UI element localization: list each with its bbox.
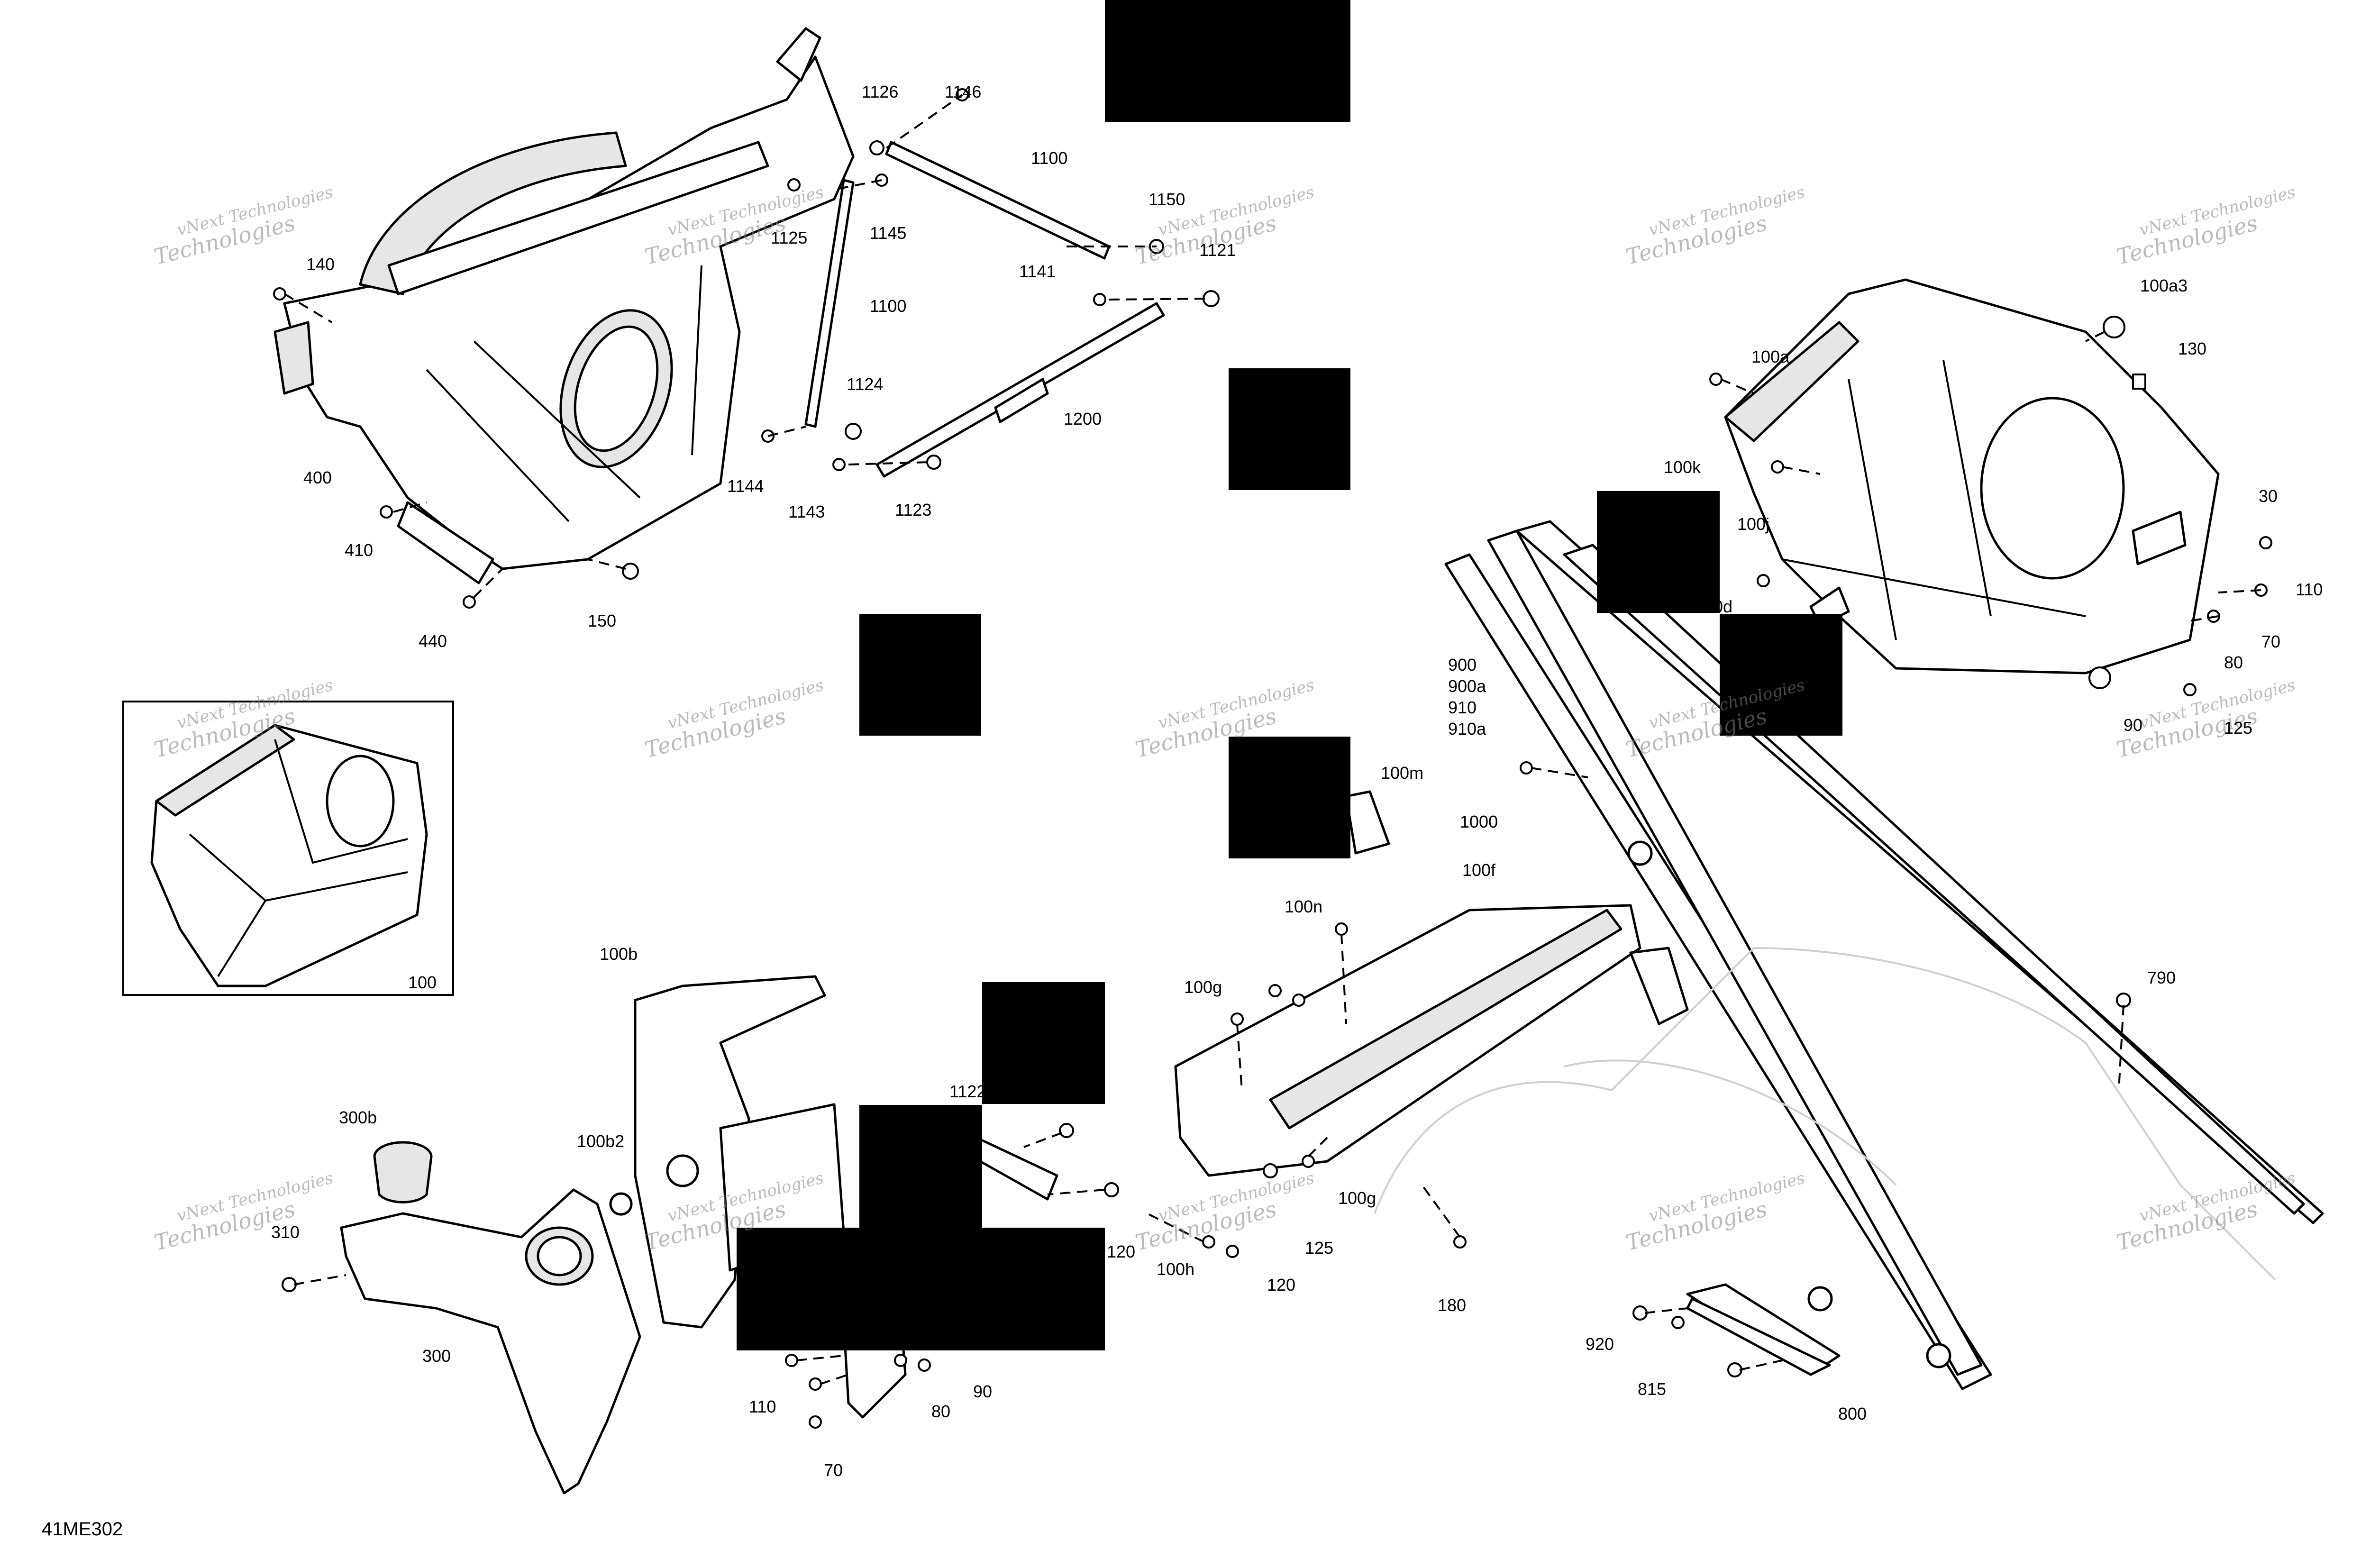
callout-1100: 1100 (870, 296, 907, 316)
callout-1145: 1145 (870, 223, 907, 243)
callout-100m: 100m (1381, 763, 1424, 783)
callout-790: 790 (2147, 968, 2176, 987)
callout-1123: 1123 (895, 500, 932, 520)
tie-rods (804, 141, 1165, 478)
callout-90: 90 (973, 1382, 993, 1401)
callout-120: 120 (1267, 1275, 1296, 1295)
callout-300b: 300b (339, 1108, 377, 1127)
callout-100b2: 100b2 (577, 1131, 625, 1151)
callout-100g: 100g (1184, 977, 1222, 997)
callout-910: 910 (1448, 698, 1477, 717)
diagram-id: 41ME302 (42, 1519, 123, 1540)
callout-800: 800 (1838, 1404, 1867, 1423)
rear-cross-bracket (1632, 1283, 1841, 1377)
callout-100b: 100b (600, 944, 638, 964)
callout-125: 125 (1305, 1238, 1334, 1258)
callout-30: 30 (2259, 486, 2278, 506)
callout-1000: 1000 (1460, 812, 1498, 831)
callout-1146: 1146 (945, 82, 982, 101)
callout-180: 180 (1438, 1295, 1467, 1315)
rear-frame-fasteners (1709, 316, 2272, 696)
callout-100h: 100h (1157, 1259, 1195, 1279)
callout-100j: 100j (1737, 514, 1770, 534)
callout-1124: 1124 (847, 374, 884, 394)
callout-80: 80 (931, 1402, 951, 1421)
callout-1144: 1144 (727, 476, 764, 496)
rear-frame-assembly (1724, 278, 2220, 675)
callout-1141: 1141 (1019, 262, 1056, 281)
callout-100k: 100k (1664, 457, 1701, 477)
callout-90: 90 (2124, 715, 2143, 735)
callout-120: 120 (1107, 1242, 1136, 1261)
callout-1143: 1143 (788, 502, 825, 521)
callout-125: 125 (2224, 718, 2253, 738)
callout-100a: 100a (1751, 347, 1790, 366)
callout-100: 100 (408, 973, 437, 992)
callout-100g: 100g (1338, 1188, 1376, 1208)
callout-1126: 1126 (862, 82, 899, 101)
callout-100f: 100f (1462, 860, 1496, 880)
callout-300: 300 (422, 1346, 451, 1366)
callout-900a: 900a (1448, 676, 1486, 696)
callout-110: 110 (749, 1397, 776, 1416)
callout-1200: 1200 (1064, 409, 1102, 428)
upper-left-fasteners (273, 88, 1220, 609)
callout-410: 410 (345, 540, 374, 560)
inset-frame (122, 701, 454, 996)
callout-70: 70 (2261, 632, 2281, 651)
callout-100n: 100n (1285, 897, 1323, 916)
callout-130: 130 (2178, 339, 2207, 358)
callout-150: 150 (588, 611, 617, 630)
skid-plate (1174, 790, 1689, 1177)
callout-110: 110 (2296, 580, 2323, 599)
skid-plate-fasteners (1231, 761, 2131, 1249)
callout-70: 70 (824, 1460, 843, 1480)
callout-1150: 1150 (1149, 190, 1185, 209)
callout-80: 80 (2224, 653, 2243, 672)
callout-140: 140 (306, 255, 335, 274)
callout-100a3: 100a3 (2140, 276, 2188, 295)
callout-920: 920 (1586, 1334, 1614, 1354)
callout-1122: 1122 (949, 1082, 986, 1101)
redaction-blocks (737, 0, 1842, 1350)
callout-440: 440 (419, 631, 447, 651)
callout-0d: 0d (1714, 597, 1733, 616)
ghost-body-outline (1374, 947, 2276, 1281)
callout-900: 900 (1448, 655, 1477, 675)
callout-1125: 1125 (771, 228, 808, 247)
front-frame-assembly (273, 27, 855, 584)
lower-left-fasteners (282, 1123, 1239, 1429)
callout-815: 815 (1638, 1379, 1667, 1399)
callout-910a: 910a (1448, 719, 1486, 738)
callout-310: 310 (271, 1222, 300, 1242)
callout-400: 400 (303, 468, 332, 487)
inset-assembly-overview (150, 724, 428, 987)
callout-1121: 1121 (1199, 240, 1236, 260)
callout-1100: 1100 (1031, 148, 1068, 168)
